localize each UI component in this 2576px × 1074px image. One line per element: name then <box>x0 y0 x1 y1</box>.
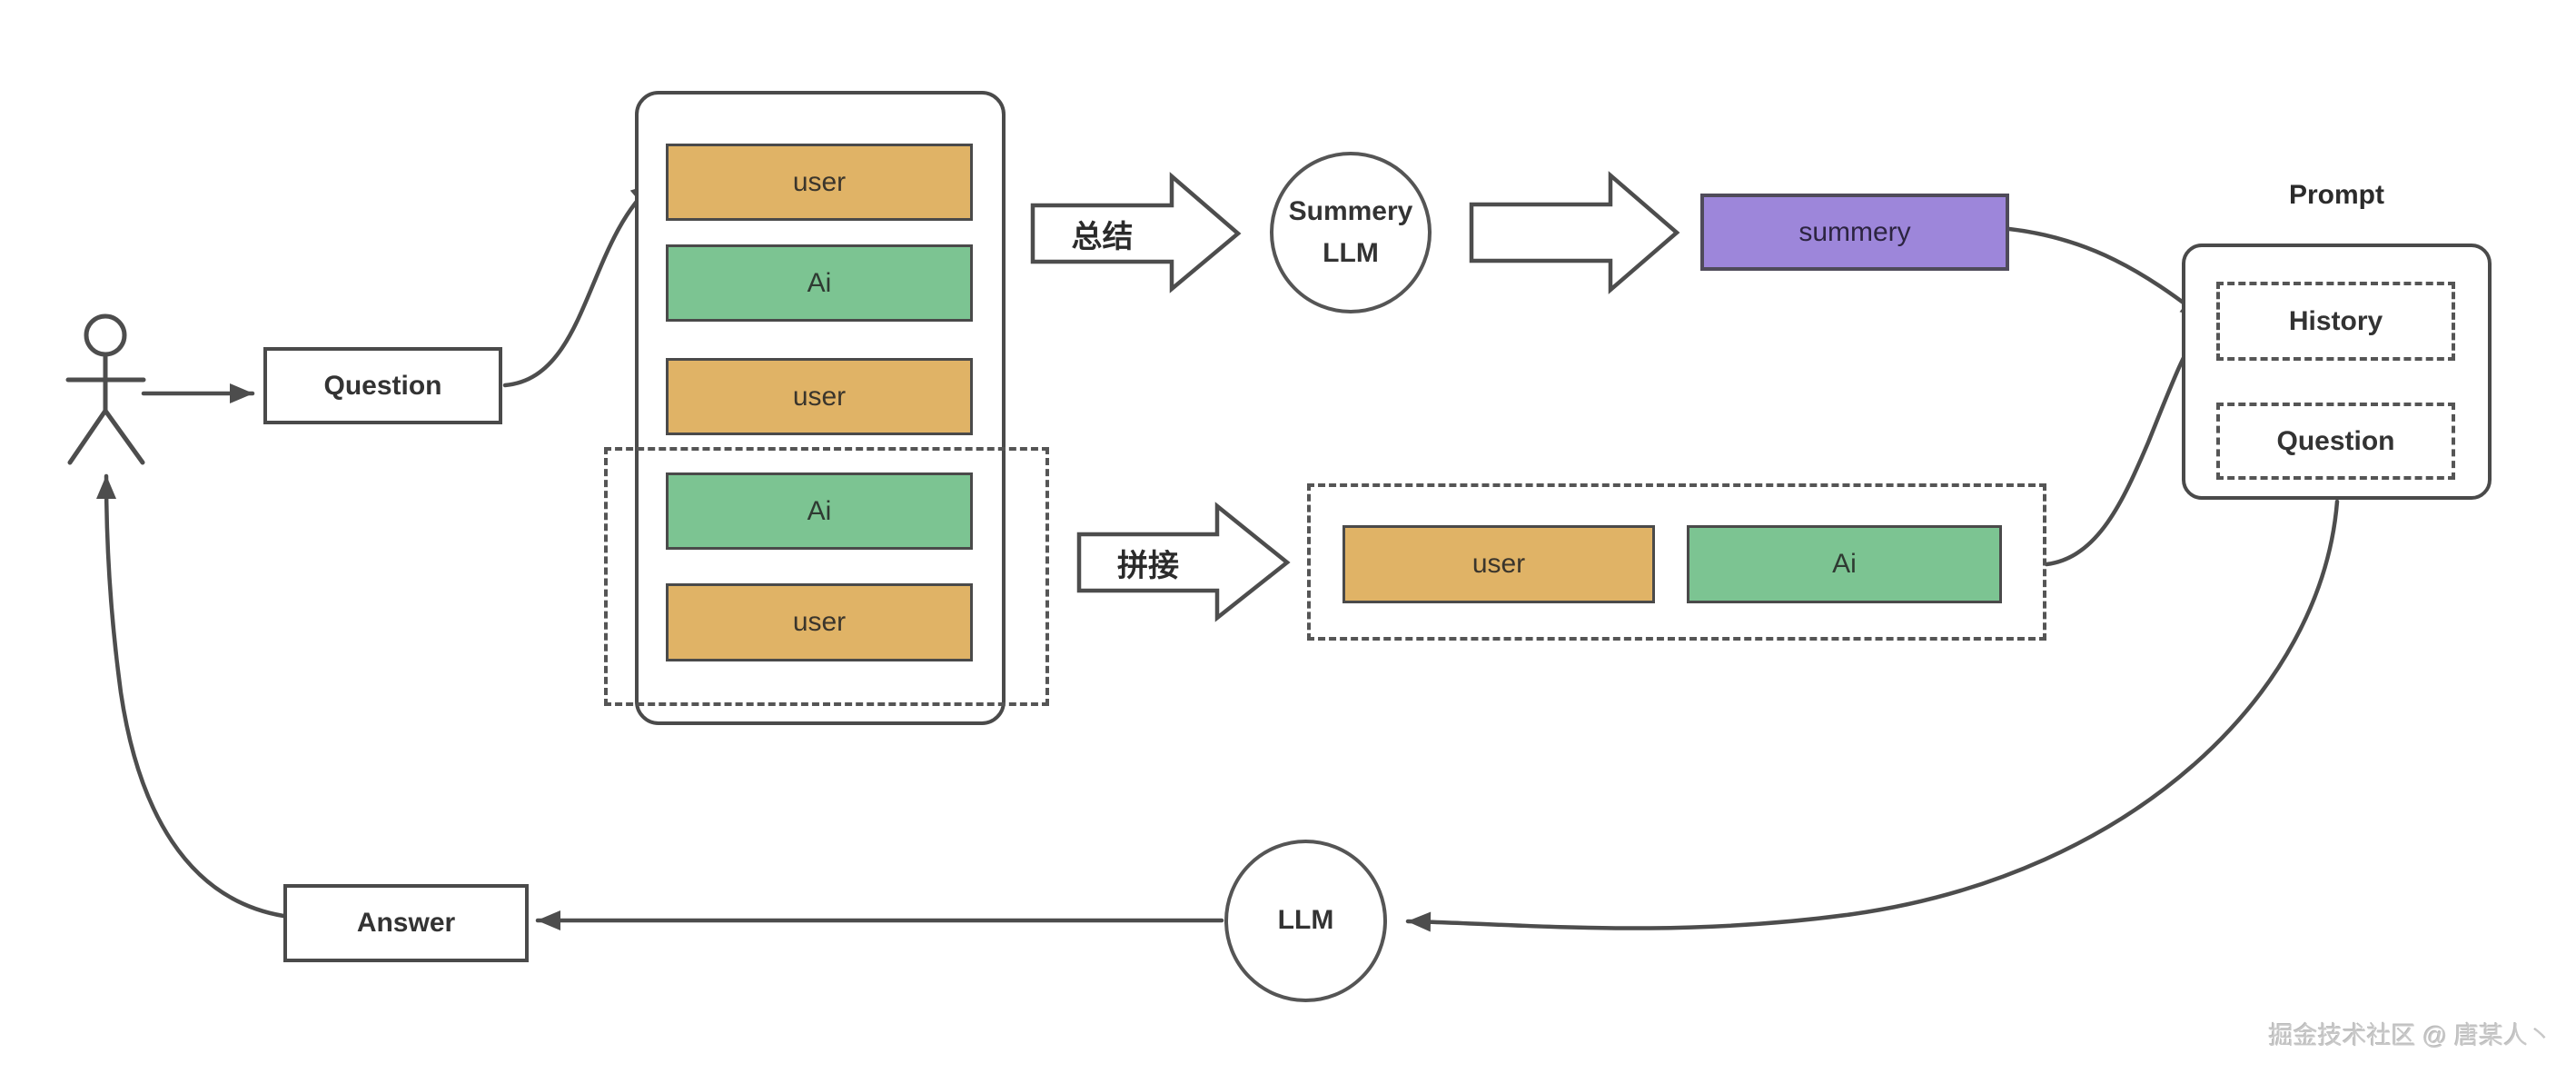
prompt-title-text: Prompt <box>2289 180 2384 210</box>
prompt-history-label: History <box>2288 305 2383 336</box>
llm-circle: LLM <box>1224 840 1387 1002</box>
watermark: 掘金技术社区 @ 唐某人丶 <box>2269 1016 2552 1051</box>
watermark-text: 掘金技术社区 @ 唐某人丶 <box>2268 1022 2552 1049</box>
summary-llm-line2: LLM <box>1323 238 1379 268</box>
chat-message-label: user <box>792 381 847 412</box>
prompt-container <box>2182 244 2492 500</box>
question-box-label: Question <box>323 370 442 401</box>
chat-message-label: Ai <box>1832 549 1857 579</box>
llm-circle-label: LLM <box>1277 905 1334 936</box>
connector-concat-to-prompt-history <box>2044 326 2204 567</box>
chat-message-label: user <box>1471 549 1526 579</box>
summarize-block-arrow <box>1030 172 1242 293</box>
concat-message-ai: Ai <box>1687 525 2002 603</box>
connector-prompt-to-llm <box>1405 499 2340 932</box>
concat-arrow-label: 拼接 <box>1079 534 1217 591</box>
prompt-question-label: Question <box>2276 425 2395 456</box>
chat-message-ai-2: Ai <box>666 472 973 550</box>
prompt-title: Prompt <box>2182 180 2492 211</box>
connector-answer-to-actor <box>96 473 286 919</box>
actor-head <box>84 313 127 357</box>
chat-message-user-3: user <box>666 583 973 661</box>
concat-arrow-text: 拼接 <box>1117 548 1179 583</box>
summary-output-block-arrow <box>1469 171 1680 294</box>
chat-message-label: Ai <box>807 267 832 298</box>
chat-message-label: Ai <box>807 495 832 526</box>
summarize-arrow-text: 总结 <box>1071 219 1134 254</box>
concat-group-container <box>1307 483 2046 641</box>
summary-llm-line1: Summery <box>1288 195 1413 226</box>
prompt-history-slot: History <box>2216 282 2455 361</box>
summarize-arrow-label: 总结 <box>1033 205 1172 262</box>
chat-message-user-2: user <box>666 358 973 435</box>
connector-question-to-history-stack <box>502 181 657 388</box>
summary-result-box: summery <box>1700 194 2009 271</box>
summary-result-label: summery <box>1798 216 1911 247</box>
chat-message-label: user <box>792 166 847 197</box>
chat-message-label: user <box>792 607 847 637</box>
chat-message-user-1: user <box>666 144 973 221</box>
user-actor-icon <box>65 313 146 465</box>
answer-box: Answer <box>283 884 529 962</box>
connector-summary-to-prompt-history <box>2006 226 2206 321</box>
question-box: Question <box>263 347 502 424</box>
prompt-question-slot: Question <box>2216 403 2455 480</box>
history-stack-dashed-group <box>604 447 1049 706</box>
chat-message-ai-1: Ai <box>666 244 973 322</box>
summary-llm-circle: Summery LLM <box>1270 152 1432 313</box>
answer-box-label: Answer <box>356 908 456 938</box>
actor-legs <box>67 406 145 465</box>
concat-message-user: user <box>1342 525 1655 603</box>
concat-block-arrow <box>1076 502 1291 622</box>
